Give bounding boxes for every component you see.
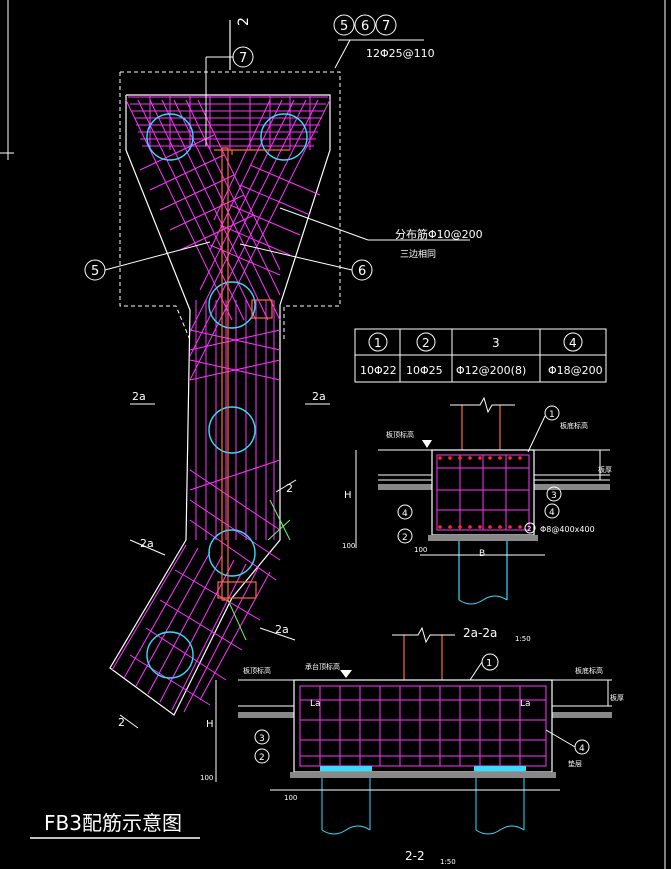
- svg-text:100: 100: [200, 774, 213, 782]
- pile-circle: [208, 406, 256, 454]
- section-2a-labels: 2a-2a 1:50 板顶标高 板底标高 板厚 H 100 100 B Φ8@4…: [342, 421, 612, 643]
- callout-567: 5 6 7 12Φ25@110: [333, 14, 435, 69]
- section-22-bubbles: 1 3 2 4: [254, 653, 590, 764]
- svg-text:板顶标高: 板顶标高: [243, 666, 271, 675]
- svg-text:承台顶标高: 承台顶标高: [305, 662, 340, 671]
- svg-text:2-2: 2-2: [405, 849, 425, 863]
- pile-circle: [208, 529, 256, 577]
- svg-text:100: 100: [284, 794, 297, 802]
- svg-text:4: 4: [402, 509, 408, 519]
- rebar-stem: [189, 300, 281, 540]
- svg-text:2a-2a: 2a-2a: [463, 626, 497, 640]
- svg-text:2: 2: [259, 753, 265, 763]
- svg-text:2a: 2a: [132, 390, 146, 403]
- callout-6: 6: [239, 243, 373, 281]
- svg-text:4: 4: [569, 336, 577, 350]
- svg-text:2: 2: [527, 525, 531, 533]
- svg-text:10Φ25: 10Φ25: [406, 364, 443, 377]
- svg-text:La: La: [520, 699, 531, 709]
- svg-text:2a: 2a: [312, 390, 326, 403]
- svg-text:La: La: [310, 699, 321, 709]
- svg-text:1: 1: [374, 336, 382, 350]
- svg-text:板厚: 板厚: [610, 693, 624, 702]
- pile-circle: [208, 281, 256, 329]
- svg-text:板厚: 板厚: [598, 465, 612, 474]
- svg-text:板底标高: 板底标高: [560, 421, 588, 430]
- legend-table: [354, 328, 607, 383]
- svg-text:4: 4: [579, 744, 585, 754]
- svg-text:H: H: [344, 490, 352, 501]
- section-marks-2a: 2a 2a 2a 2a 2 2: [118, 390, 330, 729]
- svg-text:2a: 2a: [275, 623, 289, 636]
- section-22-drawing: [215, 626, 612, 835]
- drawing-title: FB3配筋示意图: [30, 811, 200, 839]
- svg-text:H: H: [206, 719, 214, 730]
- svg-text:FB3配筋示意图: FB3配筋示意图: [44, 811, 182, 835]
- svg-text:2: 2: [236, 17, 252, 26]
- top-spec-text: 12Φ25@110: [366, 47, 435, 60]
- pile-cap-dashed-outline: [119, 71, 341, 341]
- beam-outline: [109, 94, 331, 716]
- svg-text:Φ18@200: Φ18@200: [548, 364, 603, 377]
- svg-text:Φ8@400x400: Φ8@400x400: [540, 525, 595, 534]
- svg-text:6: 6: [358, 264, 366, 279]
- legend-table-text: 1 2 3 4 10Φ22 10Φ25 Φ12@200(8) Φ18@200: [360, 336, 603, 377]
- svg-text:2: 2: [286, 482, 293, 495]
- svg-text:2: 2: [422, 336, 430, 350]
- svg-text:5: 5: [91, 264, 99, 279]
- callout-5: 5: [84, 241, 211, 281]
- svg-text:100: 100: [414, 546, 427, 554]
- section-2a-drawing: [355, 396, 610, 605]
- svg-text:7: 7: [382, 19, 390, 34]
- piles-plan: [146, 113, 308, 679]
- svg-text:Φ12@200(8): Φ12@200(8): [456, 364, 526, 377]
- svg-text:1:50: 1:50: [515, 635, 531, 643]
- svg-text:6: 6: [361, 19, 369, 34]
- pile-circle: [260, 113, 308, 161]
- section-mark-top: 2: [229, 17, 252, 70]
- svg-text:3: 3: [259, 734, 265, 744]
- svg-text:2: 2: [118, 716, 125, 729]
- svg-text:三边相同: 三边相同: [400, 248, 436, 260]
- svg-text:3: 3: [492, 336, 500, 350]
- svg-text:2a: 2a: [140, 537, 154, 550]
- svg-text:1: 1: [549, 410, 555, 420]
- svg-text:3: 3: [551, 491, 557, 501]
- svg-text:100: 100: [342, 542, 355, 550]
- dims-plan: [227, 499, 291, 641]
- svg-text:板顶标高: 板顶标高: [386, 430, 414, 439]
- svg-text:10Φ22: 10Φ22: [360, 364, 397, 377]
- pile-circle: [146, 113, 194, 161]
- svg-text:4: 4: [549, 508, 555, 518]
- svg-text:5: 5: [340, 19, 348, 34]
- svg-text:分布筋Φ10@200: 分布筋Φ10@200: [395, 227, 483, 241]
- svg-text:1:50: 1:50: [440, 858, 456, 866]
- section-2a-bubbles: 1 4 2 3 4 2: [397, 405, 562, 544]
- callout-7: 7: [205, 46, 254, 146]
- rebar-right-arm: [189, 99, 331, 381]
- svg-text:垫层: 垫层: [568, 759, 582, 768]
- section-22-labels: 2-2 1:50 板顶标高 承台顶标高 板底标高 板厚 H 100 100 La…: [200, 662, 624, 866]
- svg-text:B: B: [479, 549, 485, 559]
- pile-circle: [146, 631, 194, 679]
- svg-text:板底标高: 板底标高: [575, 666, 603, 675]
- svg-text:2: 2: [402, 533, 408, 543]
- dist-rebar-note: 分布筋Φ10@200 三边相同: [279, 207, 483, 260]
- svg-text:7: 7: [239, 51, 247, 66]
- svg-text:1: 1: [486, 658, 492, 669]
